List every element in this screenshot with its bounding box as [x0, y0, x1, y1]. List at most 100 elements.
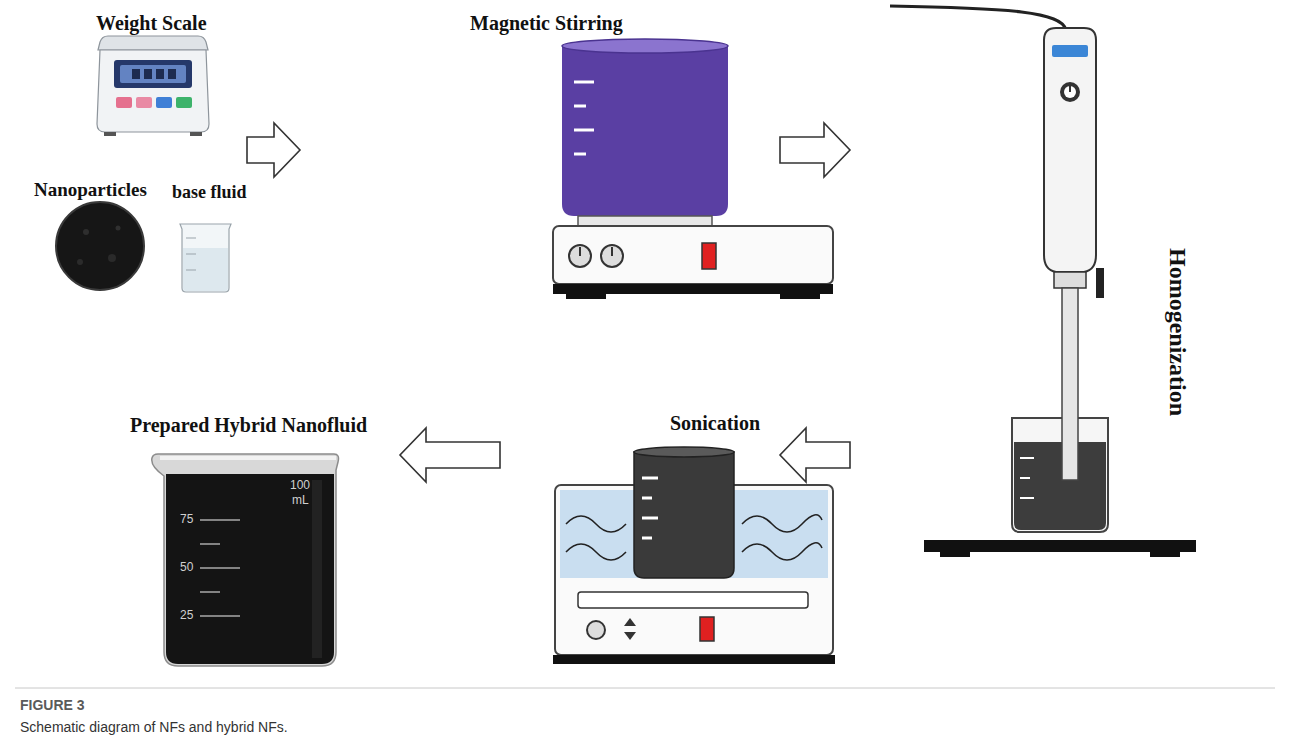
magnetic-stirrer-part	[566, 294, 606, 299]
ultrasonic-bath-part	[634, 447, 734, 457]
magnetic-stirrer-part	[562, 39, 728, 53]
magnetic-stirrer	[553, 39, 833, 299]
weight-scale-icon-part	[168, 69, 176, 79]
base-fluid-beaker-part	[186, 254, 196, 255]
nanofluid-beaker-photo-part	[200, 591, 220, 593]
weight-scale-icon-part	[114, 60, 192, 88]
magnetic-stirrer-part	[553, 226, 833, 284]
magnetic-stirrer-part	[574, 129, 594, 132]
weight-scale-icon-part	[176, 97, 192, 108]
caption-rule	[15, 688, 1275, 689]
ultrasonic-bath-part	[634, 452, 734, 578]
nanoparticle-powder-part	[108, 254, 116, 262]
weight-scale-icon-part	[116, 97, 132, 108]
homogenizer-part	[1150, 552, 1180, 557]
step-label: Prepared Hybrid Nanofluid	[130, 413, 367, 437]
weight-scale-icon-part	[98, 36, 208, 50]
nanofluid-beaker-photo-part	[200, 615, 240, 617]
base-fluid-beaker	[180, 224, 231, 292]
homogenizer	[890, 6, 1196, 557]
flow-arrow	[780, 123, 850, 177]
base-fluid-beaker-part	[180, 224, 231, 292]
homogenizer-part	[1044, 28, 1096, 272]
ultrasonic-bath-part	[553, 655, 835, 664]
ultrasonic-bath-part	[700, 617, 714, 641]
weight-scale-icon-part	[156, 69, 164, 79]
magnetic-stirrer-part	[574, 153, 586, 156]
step-label: Magnetic Stirring	[470, 11, 623, 35]
flow-arrow	[400, 428, 500, 482]
nanoparticle-powder-part	[77, 259, 83, 265]
process-step: Prepared Hybrid Nanofluid	[120, 405, 400, 670]
ultrasonic-bath	[553, 447, 835, 664]
magnetic-stirrer-part	[574, 81, 594, 84]
nanofluid-beaker-photo-part	[200, 567, 240, 569]
magnetic-stirrer-part	[569, 245, 591, 267]
ultrasonic-bath-part	[742, 515, 822, 532]
figure-number: FIGURE 3	[20, 697, 85, 714]
weight-scale-icon-part	[190, 132, 202, 136]
process-step: Nanoparticles	[28, 176, 168, 296]
homogenizer-part	[1052, 45, 1088, 57]
base-fluid-beaker-part	[186, 270, 196, 271]
step-label: Nanoparticles	[34, 179, 147, 202]
base-fluid-beaker-part	[183, 248, 228, 291]
base-fluid-beaker-part	[186, 238, 196, 239]
ultrasonic-bath-part	[742, 543, 822, 560]
magnetic-stirrer-part	[553, 284, 833, 294]
nanofluid-beaker-photo-part	[200, 519, 240, 521]
magnetic-stirrer-part	[574, 105, 586, 108]
homogenizer-part	[1020, 457, 1034, 459]
step-label: Sonication	[670, 411, 760, 435]
ultrasonic-bath-part	[642, 497, 652, 500]
ultrasonic-bath-part	[587, 621, 605, 639]
ultrasonic-bath-part	[624, 632, 636, 640]
magnetic-stirrer-part	[578, 216, 712, 226]
homogenizer-part	[1012, 418, 1108, 532]
magnetic-stirrer-part	[611, 247, 613, 256]
process-step: base fluid	[168, 176, 254, 296]
ultrasonic-bath-part	[578, 592, 808, 608]
homogenizer-part	[1020, 497, 1034, 499]
ultrasonic-bath-part	[624, 618, 636, 626]
nanoparticle-powder-part	[56, 202, 144, 290]
ultrasonic-bath-part	[642, 477, 658, 480]
homogenizer-part	[1069, 86, 1071, 92]
ultrasonic-bath-part	[566, 544, 626, 560]
nanofluid-beaker-photo-part	[152, 454, 339, 666]
step-label: base fluid	[172, 182, 247, 204]
nanoparticle-powder	[56, 202, 144, 290]
weight-scale-icon-part	[144, 69, 152, 79]
weight-scale-icon-part	[132, 69, 140, 79]
step-label: Weight Scale	[96, 11, 207, 35]
ultrasonic-bath-part	[642, 537, 652, 540]
magnetic-stirrer-part	[702, 243, 716, 269]
graduation-mark: 75	[180, 512, 193, 526]
homogenizer-part	[1014, 442, 1106, 530]
ultrasonic-bath-part	[566, 516, 626, 532]
homogenizer-part	[924, 540, 1196, 552]
magnetic-stirrer-part	[562, 46, 728, 216]
weight-scale-icon-part	[156, 97, 172, 108]
nanoparticle-powder-part	[116, 226, 121, 231]
process-step: Sonication	[500, 405, 780, 665]
homogenizer-part	[1096, 268, 1104, 298]
weight-scale-icon-part	[120, 65, 186, 83]
weight-scale-icon-part	[97, 50, 209, 132]
homogenizer-part	[1064, 86, 1076, 98]
process-step: Magnetic Stirring	[300, 8, 780, 300]
homogenizer-part	[940, 552, 970, 557]
graduation-mark: 100	[290, 478, 310, 492]
flow-arrow	[247, 123, 300, 177]
nanofluid-beaker-photo-part	[166, 474, 334, 664]
homogenizer-part	[890, 6, 1066, 30]
magnetic-stirrer-part	[579, 247, 581, 256]
graduation-mark: 50	[180, 560, 193, 574]
homogenizer-part	[1054, 272, 1086, 288]
nanofluid-beaker-photo	[152, 454, 339, 666]
nanofluid-beaker-photo-part	[160, 456, 336, 460]
homogenizer-part	[1020, 477, 1030, 479]
